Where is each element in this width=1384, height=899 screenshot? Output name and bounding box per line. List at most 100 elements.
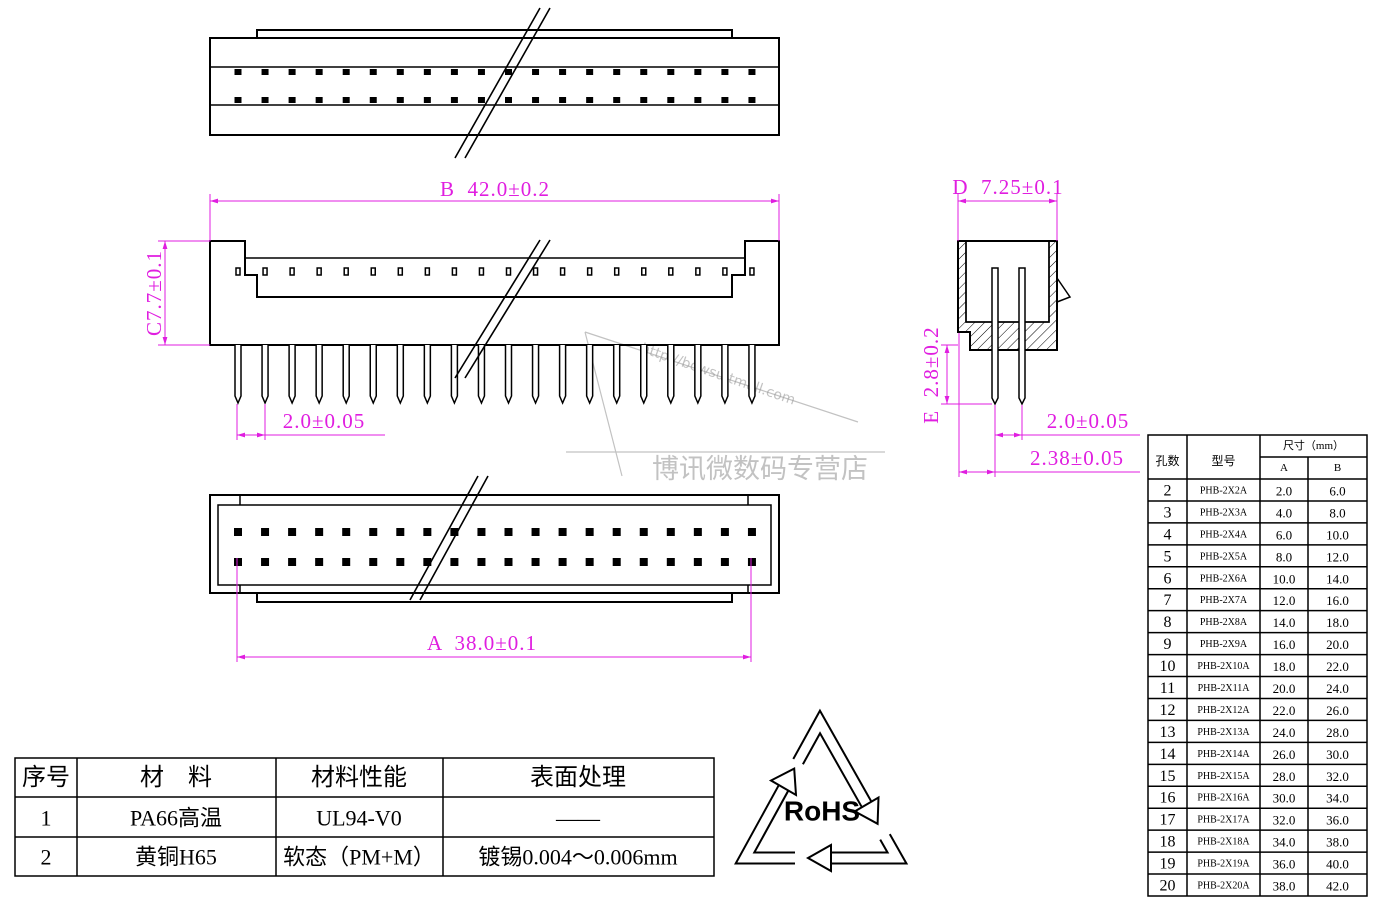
bottom-view-pin-rows: [234, 528, 756, 566]
pin-hole: [477, 558, 486, 566]
pin-hole: [342, 69, 350, 75]
pin-hole: [315, 528, 324, 536]
spec-cell-model: PHB-2X20A: [1197, 881, 1250, 892]
dim-c-label: C7.7±0.1: [142, 250, 166, 336]
spec-cell-a: 26.0: [1273, 747, 1296, 762]
pin-hole: [693, 528, 702, 536]
pin-tip: [722, 267, 728, 276]
pin-hole: [531, 558, 540, 566]
pin-tip: [586, 267, 593, 276]
bottom-view-inner-frame: [217, 504, 772, 586]
pin-hole: [396, 69, 404, 75]
pin-hole: [477, 69, 485, 75]
spec-cell-model: PHB-2X19A: [1197, 859, 1250, 870]
side-view: D 7.25±0.1 E 2.8±0.2 2.0±0.05 2.38±0.05: [919, 175, 1140, 477]
pin-tip: [316, 267, 322, 276]
material-header-material: 材 料: [140, 764, 212, 791]
spec-cell-holes: 7: [1164, 592, 1172, 609]
spec-cell-model: PHB-2X16A: [1197, 793, 1250, 804]
pin: [694, 345, 702, 405]
pin-hole: [396, 528, 405, 536]
pin-hole: [667, 97, 675, 103]
pin-hole: [612, 528, 621, 536]
pin-tip: [641, 267, 647, 276]
pin-hole: [720, 558, 729, 566]
bottom-view-break-lines: [409, 475, 489, 601]
pin: [504, 345, 513, 405]
pin-hole: [369, 528, 378, 536]
spec-cell-a: 16.0: [1273, 637, 1296, 652]
pin-hole: [558, 528, 567, 536]
spec-cell-model: PHB-2X12A: [1197, 705, 1250, 716]
pin-hole: [666, 558, 675, 566]
pin-hole: [477, 528, 486, 536]
spec-cell-a: 6.0: [1276, 527, 1292, 542]
pin-hole: [748, 97, 756, 103]
spec-cell-a: 4.0: [1276, 505, 1292, 520]
material-row-property: 软态（PM+M）: [283, 845, 435, 870]
spec-cell-a: 2.0: [1276, 483, 1292, 498]
pin-hole: [423, 528, 432, 536]
spec-cell-a: 22.0: [1273, 703, 1296, 718]
pin-hole: [396, 558, 405, 566]
pin-hole: [505, 97, 512, 103]
pin-hole: [369, 558, 378, 566]
material-header-index: 序号: [22, 764, 70, 791]
pin-hole: [640, 97, 648, 103]
pin-hole: [234, 528, 242, 536]
pin: [396, 345, 405, 405]
spec-cell-holes: 16: [1160, 790, 1176, 807]
spec-cell-b: 10.0: [1326, 527, 1349, 542]
material-header-finish: 表面处理: [530, 764, 626, 791]
pin: [721, 345, 729, 405]
spec-cell-holes: 2: [1164, 482, 1172, 499]
pin-tip: [424, 267, 431, 276]
spec-cell-model: PHB-2X14A: [1197, 749, 1250, 760]
spec-cell-holes: 4: [1164, 526, 1172, 543]
front-view-break-lines: [454, 239, 551, 379]
dim-b-label: B 42.0±0.2: [440, 177, 550, 201]
pin-hole: [667, 69, 675, 75]
spec-cell-b: 30.0: [1326, 747, 1349, 762]
spec-cell-holes: 19: [1160, 856, 1176, 873]
material-row-property: UL94-V0: [316, 806, 402, 831]
pin-hole: [288, 528, 297, 536]
spec-table-frame: [1147, 434, 1368, 897]
spec-cell-a: 8.0: [1276, 549, 1292, 564]
pin-tip: [668, 267, 674, 276]
pin-hole: [423, 558, 432, 566]
pin-hole: [423, 97, 431, 103]
dim-pitch-front-label: 2.0±0.05: [283, 409, 366, 433]
pin: [450, 345, 459, 405]
rohs-arrow-head: [852, 795, 880, 826]
pin-hole: [559, 97, 567, 103]
spec-cell-holes: 3: [1164, 504, 1172, 521]
rohs-label: RoHS: [784, 796, 860, 827]
pin-tip: [505, 267, 512, 276]
pin-hole: [531, 528, 540, 536]
spec-cell-model: PHB-2X5A: [1200, 551, 1248, 562]
side-view-polarization-key: [1056, 277, 1072, 303]
pin: [288, 345, 296, 405]
material-row-finish: 镀锡0.004～0.006mm: [478, 845, 677, 870]
pin-hole: [261, 558, 270, 566]
pin-tip: [695, 267, 701, 276]
pin: [531, 345, 540, 405]
pin-hole: [613, 97, 621, 103]
front-view-inner-line: [245, 257, 745, 276]
pin-hole: [450, 558, 459, 566]
pin-tip: [749, 267, 755, 276]
pin: [612, 345, 621, 405]
spec-cell-model: PHB-2X6A: [1200, 573, 1248, 584]
pin-hole: [639, 558, 648, 566]
pin-hole: [586, 69, 594, 75]
spec-cell-b: 36.0: [1326, 813, 1349, 828]
pin-hole: [721, 69, 729, 75]
rohs-arrow-head: [805, 843, 832, 873]
pin-hole: [721, 97, 729, 103]
bottom-view-notches: [239, 495, 749, 593]
spec-cell-holes: 17: [1160, 812, 1176, 829]
pin-hole: [720, 528, 729, 536]
rohs-arrow-band-inner: [737, 784, 796, 863]
